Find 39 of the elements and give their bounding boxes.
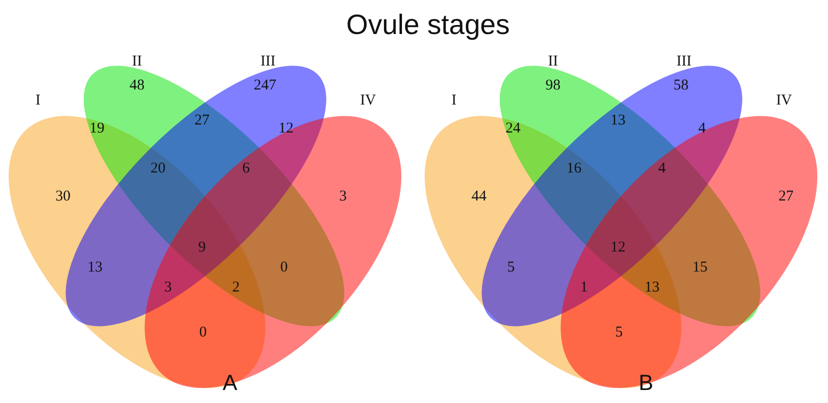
region-count: 12: [278, 120, 294, 138]
set-label: IV: [776, 92, 792, 110]
region-count: 48: [130, 78, 144, 94]
set-label: II: [548, 54, 558, 70]
region-count: 27: [194, 112, 210, 130]
region-count: 44: [472, 188, 486, 206]
region-count: 19: [90, 120, 104, 138]
region-count: 13: [610, 112, 626, 130]
set-label: I: [36, 92, 40, 110]
region-count: 9: [198, 240, 206, 256]
region-count: 5: [615, 324, 623, 342]
region-count: 30: [56, 188, 70, 206]
region-count: 20: [150, 160, 166, 178]
region-count: 0: [199, 324, 207, 342]
chart-title: Ovule stages: [346, 9, 510, 41]
region-count: 6: [242, 160, 250, 178]
set-label: I: [452, 92, 456, 110]
set-label: III: [260, 54, 276, 70]
region-count: 5: [507, 260, 515, 276]
region-count: 98: [546, 78, 560, 94]
region-count: 16: [566, 160, 582, 178]
region-count: 15: [692, 260, 708, 276]
set-label: III: [676, 54, 692, 70]
region-count: 24: [506, 120, 520, 138]
region-count: 13: [644, 280, 660, 296]
region-count: 1: [580, 280, 588, 296]
set-label: II: [132, 54, 142, 70]
region-count: 4: [658, 160, 666, 178]
region-count: 13: [88, 260, 102, 276]
region-count: 247: [254, 78, 276, 94]
set-label: IV: [360, 92, 376, 110]
region-count: 0: [280, 260, 288, 276]
region-count: 12: [610, 240, 626, 256]
region-count: 2: [232, 280, 240, 296]
region-count: 4: [698, 120, 706, 138]
region-count: 3: [164, 280, 172, 296]
region-count: 3: [339, 188, 347, 206]
region-count: 58: [674, 78, 688, 94]
region-count: 27: [778, 188, 794, 206]
